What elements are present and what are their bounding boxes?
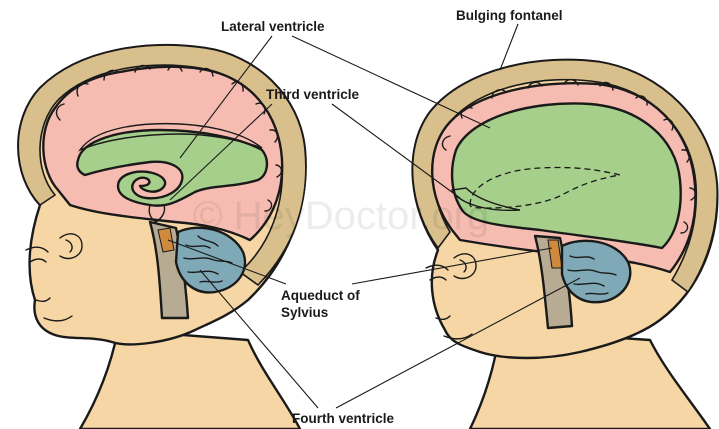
leader-fontanel	[500, 24, 518, 70]
label-lateral-ventricle: Lateral ventricle	[221, 19, 325, 34]
label-aqueduct-line1: Aqueduct of	[281, 288, 360, 303]
hydrocephalus-infant-head	[413, 60, 718, 429]
leader-lateral-right	[292, 36, 490, 128]
left-neck	[80, 330, 300, 429]
label-aqueduct-line2: Sylvius	[281, 305, 328, 320]
label-bulging-fontanel: Bulging fontanel	[456, 8, 562, 23]
watermark: © HeyDoctor.org	[193, 194, 489, 238]
label-fourth-ventricle: Fourth ventricle	[292, 411, 395, 426]
label-third-ventricle: Third ventricle	[266, 87, 360, 102]
